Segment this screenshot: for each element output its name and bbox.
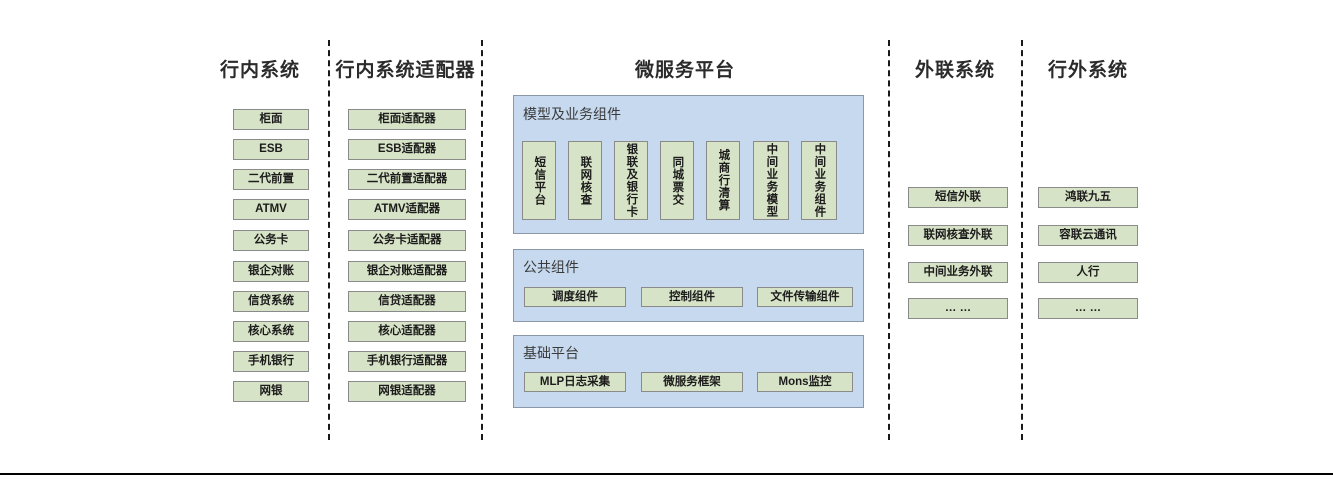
node-outside-bank-system[interactable]: 容联云通讯 [1038, 225, 1138, 246]
node-model-component[interactable]: 联网核查 [568, 141, 602, 220]
column-title-external-link-systems: 外联系统 [914, 60, 995, 81]
column-title-internal-systems: 行内系统 [219, 60, 300, 81]
node-external-link-system[interactable]: 联网核查外联 [908, 225, 1008, 246]
node-model-component[interactable]: 银联及银行卡 [614, 141, 648, 220]
node-internal-adapter[interactable]: 银企对账适配器 [348, 261, 466, 282]
node-internal-system[interactable]: 银企对账 [233, 261, 309, 282]
divider-4 [1021, 40, 1023, 440]
node-internal-adapter[interactable]: 核心适配器 [348, 321, 466, 342]
column-title-internal-adapters: 行内系统适配器 [335, 60, 476, 81]
node-internal-adapter[interactable]: 信贷适配器 [348, 291, 466, 312]
panel-public-components [513, 249, 864, 322]
panel-title-public-components: 公共组件 [523, 259, 579, 275]
node-internal-adapter[interactable]: 二代前置适配器 [348, 169, 466, 190]
node-model-component[interactable]: 中间业务组件 [801, 141, 837, 220]
node-internal-adapter[interactable]: ATMV适配器 [348, 199, 466, 220]
node-external-link-system[interactable]: … … [908, 298, 1008, 319]
node-internal-system[interactable]: 信贷系统 [233, 291, 309, 312]
node-public-component[interactable]: 控制组件 [641, 287, 743, 307]
node-internal-system[interactable]: ATMV [233, 199, 309, 220]
node-internal-adapter[interactable]: 柜面适配器 [348, 109, 466, 130]
node-public-component[interactable]: 文件传输组件 [757, 287, 853, 307]
node-internal-system[interactable]: ESB [233, 139, 309, 160]
panel-title-base-platform: 基础平台 [523, 345, 579, 361]
column-title-microservice-platform: 微服务平台 [634, 60, 735, 81]
node-model-component[interactable]: 同城票交 [660, 141, 694, 220]
divider-1 [328, 40, 330, 440]
node-internal-adapter[interactable]: 手机银行适配器 [348, 351, 466, 372]
column-title-outside-bank-systems: 行外系统 [1047, 60, 1128, 81]
node-internal-adapter[interactable]: ESB适配器 [348, 139, 466, 160]
panel-title-model-business-components: 模型及业务组件 [523, 106, 621, 122]
divider-3 [888, 40, 890, 440]
node-model-component[interactable]: 短信平台 [522, 141, 556, 220]
panel-base-platform [513, 335, 864, 408]
node-internal-system[interactable]: 公务卡 [233, 230, 309, 251]
node-internal-adapter[interactable]: 网银适配器 [348, 381, 466, 402]
bottom-rule [0, 473, 1333, 475]
node-internal-system[interactable]: 核心系统 [233, 321, 309, 342]
node-internal-system[interactable]: 二代前置 [233, 169, 309, 190]
node-outside-bank-system[interactable]: 人行 [1038, 262, 1138, 283]
divider-2 [481, 40, 483, 440]
node-public-component[interactable]: 调度组件 [524, 287, 626, 307]
node-outside-bank-system[interactable]: … … [1038, 298, 1138, 319]
node-external-link-system[interactable]: 短信外联 [908, 187, 1008, 208]
node-internal-system[interactable]: 手机银行 [233, 351, 309, 372]
node-model-component[interactable]: 城商行清算 [706, 141, 740, 220]
node-base-platform-component[interactable]: 微服务框架 [641, 372, 743, 392]
node-model-component[interactable]: 中间业务模型 [753, 141, 789, 220]
node-external-link-system[interactable]: 中间业务外联 [908, 262, 1008, 283]
node-base-platform-component[interactable]: Mons监控 [757, 372, 853, 392]
node-internal-system[interactable]: 柜面 [233, 109, 309, 130]
node-base-platform-component[interactable]: MLP日志采集 [524, 372, 626, 392]
node-outside-bank-system[interactable]: 鸿联九五 [1038, 187, 1138, 208]
node-internal-system[interactable]: 网银 [233, 381, 309, 402]
node-internal-adapter[interactable]: 公务卡适配器 [348, 230, 466, 251]
